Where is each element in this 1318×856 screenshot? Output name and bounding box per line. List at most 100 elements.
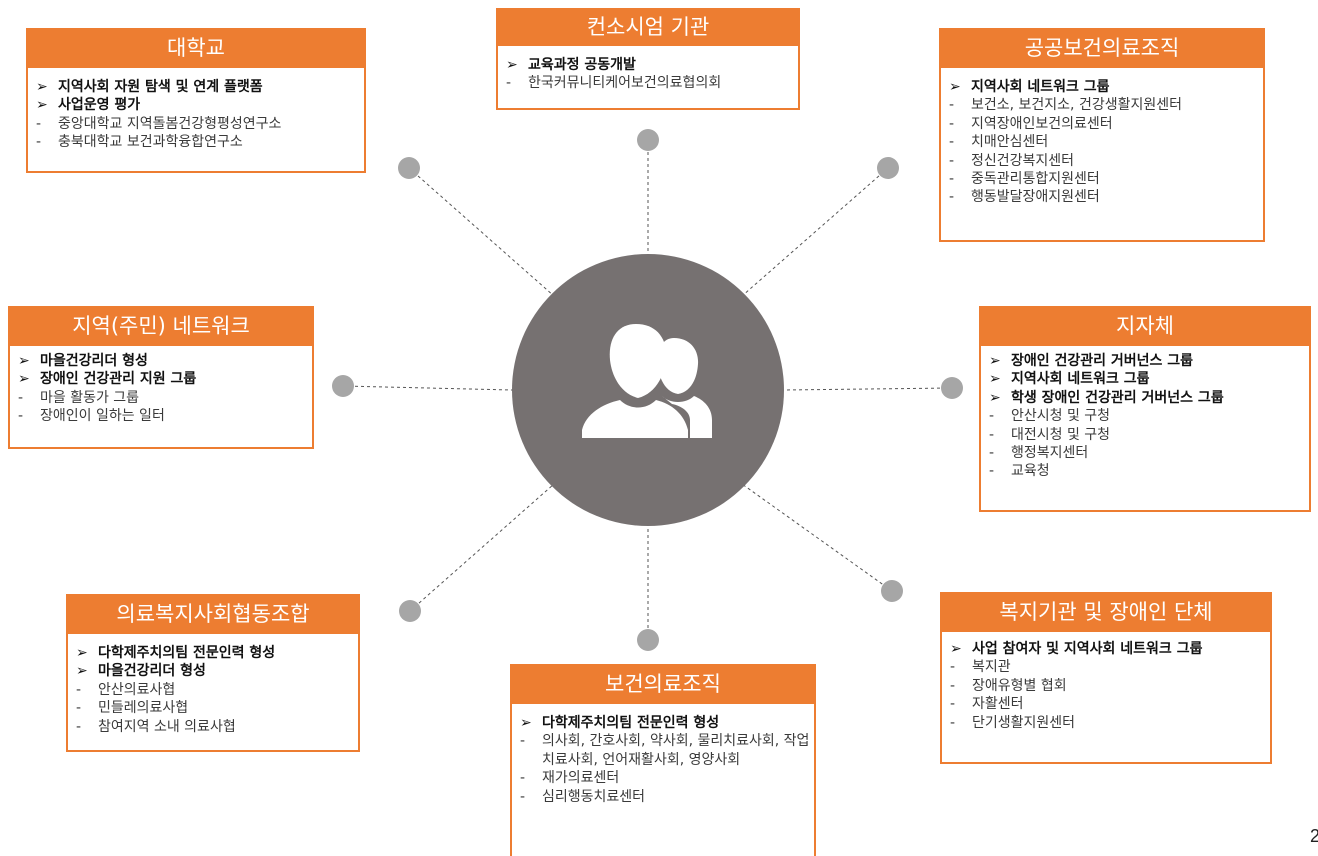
dash-bullet-icon: -: [949, 97, 955, 114]
connector-university: [408, 167, 555, 297]
list-item: -복지관: [946, 658, 1202, 676]
node-welfare-list: ➢사업 참여자 및 지역사회 네트워크 그룹-복지관-장애유형별 협회-자활센터…: [946, 640, 1202, 732]
center-hub: [512, 254, 784, 526]
list-item-text: 행정복지센터: [1011, 445, 1089, 462]
node-health-org: ➢다학제주치의팀 전문인력 형성-의사회, 간호사회, 약사회, 물리치료사회,…: [510, 684, 816, 856]
arrow-bullet-icon: ➢: [18, 371, 30, 388]
arrow-bullet-icon: ➢: [18, 353, 30, 369]
dash-bullet-icon: -: [950, 714, 956, 731]
bullet-item-bold: ➢교육과정 공동개발: [502, 56, 721, 74]
list-item-text: 행동발달장애지원센터: [971, 189, 1100, 206]
node-dot-local-network: [332, 375, 354, 397]
list-item-text: 한국커뮤니티케어보건의료협의회: [528, 75, 722, 92]
bullet-item-bold: ➢장애인 건강관리 거버넌스 그룹: [985, 352, 1224, 370]
bullet-item-bold: ➢ 다학제주치의팀 전문인력 형성: [516, 714, 812, 732]
connector-public-health: [741, 167, 889, 297]
list-item: -참여지역 소내 의료사협: [72, 718, 275, 736]
list-item-text: 다학제주치의팀 전문인력 형성: [542, 715, 720, 731]
list-item-text: 장애인 건강관리 지원 그룹: [40, 371, 197, 388]
bullet-item-bold: ➢다학제주치의팀 전문인력 형성: [72, 644, 275, 662]
node-health-org-title: 보건의료조직: [510, 664, 816, 704]
list-item: -자활센터: [946, 695, 1202, 713]
list-item-text: 보건소, 보건지소, 건강생활지원센터: [971, 97, 1182, 114]
arrow-bullet-icon: ➢: [76, 645, 88, 661]
page-number: 2: [1310, 826, 1318, 846]
bullet-item-bold: ➢지역사회 네트워크 그룹: [945, 78, 1182, 96]
dash-bullet-icon: -: [989, 445, 995, 462]
dash-bullet-icon: -: [520, 733, 526, 750]
list-item-text: 충북대학교 보건과학융합연구소: [58, 134, 243, 151]
list-item: -교육청: [985, 462, 1224, 480]
connector-local-gov: [783, 387, 953, 391]
arrow-bullet-icon: ➢: [949, 79, 961, 95]
list-item-text: 심리행동치료센터: [542, 788, 646, 805]
list-item: -한국커뮤니티케어보건의료협의회: [502, 74, 721, 92]
list-item: -정신건강복지센터: [945, 152, 1182, 170]
dash-bullet-icon: -: [76, 681, 82, 698]
bullet-item-bold: ➢ 지역사회 네트워크 그룹: [985, 370, 1224, 388]
dash-bullet-icon: -: [950, 659, 956, 676]
list-item: -재가의료센터: [516, 769, 812, 787]
list-item-text: 마을건강리더 형성: [98, 663, 206, 680]
list-item: -행동발달장애지원센터: [945, 188, 1182, 206]
list-item-text: 사업 참여자 및 지역사회 네트워크 그룹: [972, 641, 1203, 657]
list-item-text: 자활센터: [972, 696, 1024, 713]
list-item: -민들레의료사협: [72, 699, 275, 717]
list-item: -대전시청 및 구청: [985, 426, 1224, 444]
list-item: -중앙대학교 지역돌봄건강형평성연구소: [32, 115, 281, 133]
list-item-text: 복지관: [972, 659, 1011, 676]
list-item-text: 의사회, 간호사회, 약사회, 물리치료사회, 작업치료사회, 언어재활사회, …: [542, 733, 810, 768]
dash-bullet-icon: -: [949, 171, 955, 188]
list-item: -단기생활지원센터: [946, 714, 1202, 732]
node-public-health-title: 공공보건의료조직: [939, 28, 1265, 68]
list-item: -장애인이 일하는 일터: [14, 407, 196, 425]
node-public-health-list: ➢지역사회 네트워크 그룹-보건소, 보건지소, 건강생활지원센터-지역장애인보…: [945, 78, 1182, 207]
list-item-text: 참여지역 소내 의료사협: [98, 718, 236, 735]
dash-bullet-icon: -: [76, 700, 82, 717]
node-local-gov: ➢장애인 건강관리 거버넌스 그룹➢ 지역사회 네트워크 그룹 ➢ 학생 장애인 건강…: [979, 326, 1311, 512]
node-dot-medical-coop: [399, 600, 421, 622]
dash-bullet-icon: -: [76, 718, 82, 735]
list-item-text: 지역장애인보건의료센터: [971, 115, 1113, 132]
list-item: -지역장애인보건의료센터: [945, 115, 1182, 133]
list-item-text: 중앙대학교 지역돌봄건강형평성연구소: [58, 115, 282, 132]
list-item-text: 정신건강복지센터: [971, 152, 1075, 169]
list-item-text: 중독관리통합지원센터: [971, 171, 1100, 188]
list-item-text: 학생 장애인 건강관리 거버넌스 그룹: [1011, 389, 1224, 406]
node-dot-public-health: [877, 157, 899, 179]
list-item: -마을 활동가 그룹: [14, 389, 196, 407]
list-item: -치매안심센터: [945, 133, 1182, 151]
list-item-text: 안산시청 및 구청: [1011, 408, 1111, 425]
list-item: -보건소, 보건지소, 건강생활지원센터: [945, 96, 1182, 114]
dash-bullet-icon: -: [36, 115, 42, 132]
arrow-bullet-icon: ➢: [36, 79, 48, 95]
list-item-text: 대전시청 및 구청: [1011, 426, 1111, 443]
node-university-list: ➢지역사회 자원 탐색 및 연계 플랫폼➢사업운영 평가-중앙대학교 지역돌봄건…: [32, 78, 281, 152]
node-dot-university: [398, 157, 420, 179]
node-welfare-title: 복지기관 및 장애인 단체: [940, 592, 1272, 632]
dash-bullet-icon: -: [949, 189, 955, 206]
dash-bullet-icon: -: [520, 788, 526, 805]
arrow-bullet-icon: ➢: [989, 353, 1001, 369]
people-icon: [582, 324, 712, 438]
bullet-item-bold: ➢사업운영 평가: [32, 96, 281, 114]
list-item-text: 지역사회 네트워크 그룹: [1011, 371, 1150, 388]
arrow-bullet-icon: ➢: [520, 715, 532, 731]
node-dot-health-org: [637, 629, 659, 651]
list-item-text: 마을 활동가 그룹: [40, 389, 140, 406]
list-item-text: 민들레의료사협: [98, 700, 189, 717]
node-medical-coop: ➢다학제주치의팀 전문인력 형성➢마을건강리더 형성-안산의료사협-민들레의료사…: [66, 612, 360, 752]
arrow-bullet-icon: ➢: [76, 663, 88, 680]
list-item-text: 단기생활지원센터: [972, 714, 1076, 731]
list-item: -중독관리통합지원센터: [945, 170, 1182, 188]
list-item: -장애유형별 협회: [946, 677, 1202, 695]
node-consortium-title: 컨소시엄 기관: [496, 8, 800, 46]
node-dot-consortium: [637, 129, 659, 151]
dash-bullet-icon: -: [520, 770, 526, 787]
list-item-text: 치매안심센터: [971, 134, 1049, 151]
bullet-item-bold: ➢ 마을건강리더 형성: [14, 352, 196, 370]
bullet-item-bold: ➢사업 참여자 및 지역사회 네트워크 그룹: [946, 640, 1202, 658]
arrow-bullet-icon: ➢: [989, 371, 1001, 388]
list-item-text: 마을건강리더 형성: [40, 353, 148, 369]
node-dot-welfare: [881, 580, 903, 602]
